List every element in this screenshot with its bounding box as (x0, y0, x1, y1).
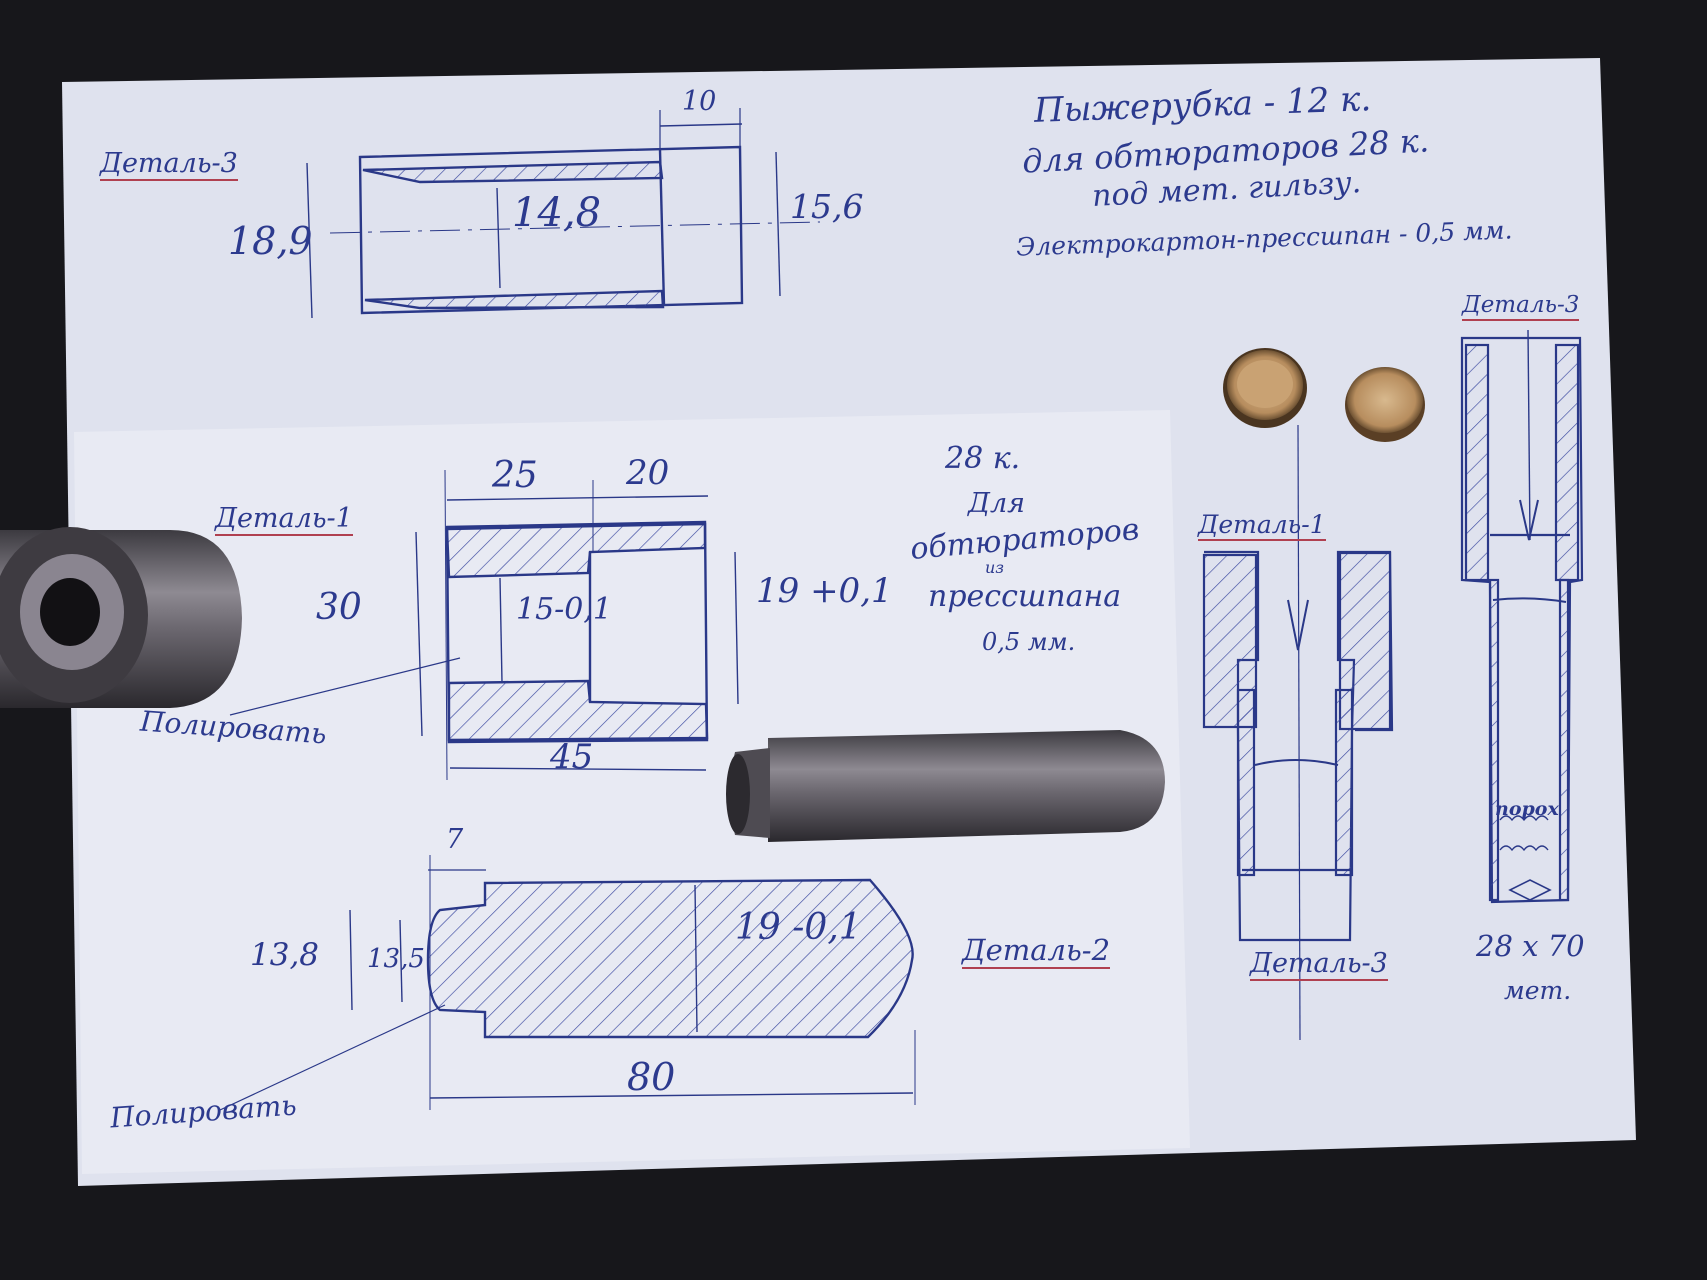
caption-for: Для (968, 488, 1026, 519)
detail3-label: Деталь-3 (100, 148, 238, 181)
steel-rod-part (726, 730, 1165, 842)
caption-28k: 28 к. (945, 441, 1021, 476)
detail2-dim-19: 19 -0,1 (735, 907, 862, 948)
wad-disc-flat (1345, 367, 1425, 442)
paper-sheet-front (74, 410, 1190, 1174)
detail2-dim-80: 80 (627, 1055, 676, 1099)
wad-disc-cup (1223, 348, 1307, 428)
assembly-detail3-bottom-label: Деталь-3 (1250, 948, 1388, 981)
caliber-label: 28 x 70 (1476, 929, 1585, 963)
steel-tube-part (0, 527, 242, 708)
detail2-dim-13-8: 13,8 (250, 937, 320, 973)
detail3-dim-15-6: 15,6 (790, 187, 864, 226)
caption-pressboard: прессшпана (928, 579, 1122, 614)
detail1-dim-30: 30 (316, 587, 362, 628)
detail1-dim-45: 45 (550, 737, 594, 777)
detail2-dim-13-5: 13,5 (367, 944, 425, 974)
caption-from: из (985, 558, 1005, 577)
caliber-metal-label: мет. (1504, 976, 1572, 1005)
detail1-dim-19: 19 +0,1 (756, 571, 893, 611)
detail1-label: Деталь-1 (215, 503, 353, 536)
assembly-left-drawing (1202, 424, 1394, 1041)
detail1-dim-25: 25 (492, 455, 538, 496)
detail2-dim-7: 7 (446, 824, 464, 855)
detail1-drawing (229, 469, 739, 781)
detail3-dim-14-8: 14,8 (512, 190, 602, 236)
caption-thickness: 0,5 мм. (982, 628, 1076, 656)
detail3-dim-18-9: 18,9 (228, 219, 313, 263)
detail3-dim-10: 10 (682, 86, 717, 117)
assembly-right-drawing (1460, 329, 1584, 904)
detail1-dim-20: 20 (626, 453, 670, 493)
assembly-detail3-top-label: Деталь-3 (1462, 294, 1580, 321)
assembly-detail1-label: Деталь-1 (1198, 510, 1326, 541)
detail3-drawing (306, 108, 821, 319)
detail2-label: Деталь-2 (962, 933, 1111, 969)
detail1-dim-15: 15-0,1 (516, 592, 613, 627)
detail2-drawing (219, 855, 916, 1111)
powder-label: порох (1495, 798, 1559, 820)
